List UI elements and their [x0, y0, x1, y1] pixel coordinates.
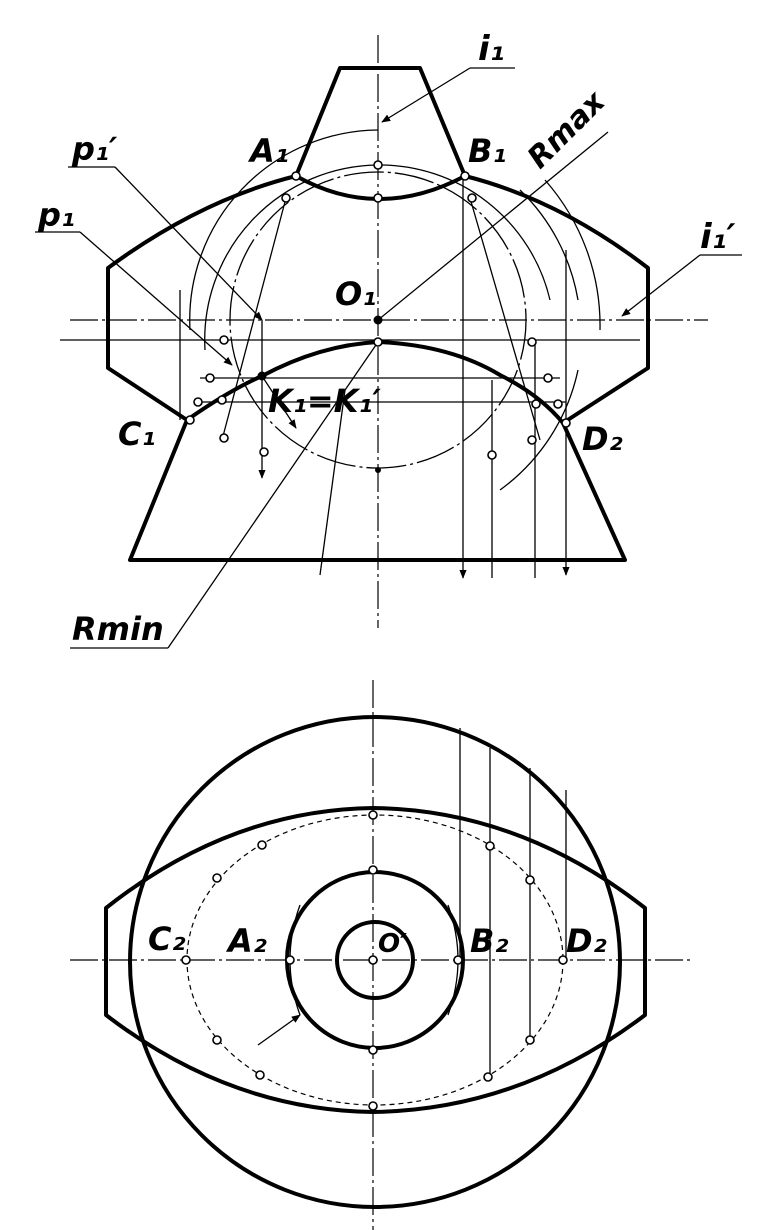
auxiliary-arc-3	[189, 129, 379, 331]
p1p-leader	[114, 166, 263, 321]
auxiliary-arc-2	[204, 164, 551, 351]
point-lr-2	[483, 1072, 493, 1082]
point-a2	[285, 955, 295, 965]
point-ll-2	[255, 1070, 265, 1080]
point-axis-low	[375, 467, 381, 473]
point-curve-apex	[373, 337, 383, 347]
point-left-2	[205, 373, 215, 383]
point-right-5	[527, 435, 537, 445]
i1p-leader	[621, 254, 701, 317]
point-bottom-2	[368, 1101, 378, 1111]
point-right-4	[531, 399, 541, 409]
point-k1	[257, 371, 267, 381]
point-left-4	[217, 395, 227, 405]
point-left-5	[219, 433, 229, 443]
label-c1: C₁	[118, 415, 156, 453]
point-a1	[291, 171, 301, 181]
label-rmax: Rmax	[521, 83, 613, 175]
i1-leader	[381, 67, 471, 123]
point-c1	[185, 415, 195, 425]
label-p1p: p₁′	[71, 130, 118, 168]
point-ur-2	[525, 875, 535, 885]
label-b2: B₂	[470, 922, 508, 960]
label-rmin: Rmin	[72, 610, 164, 648]
label-i1: i₁	[478, 29, 505, 69]
point-left-1	[219, 335, 229, 345]
point-o1	[373, 315, 383, 325]
point-left-6	[259, 447, 269, 457]
label-p1: p₁	[37, 196, 75, 234]
point-b1	[460, 171, 470, 181]
label-a1: A₁	[247, 132, 289, 170]
point-b2	[453, 955, 463, 965]
cone-base-circle	[335, 920, 415, 1000]
label-c2: C₂	[148, 920, 186, 958]
point-o-bottom	[368, 955, 378, 965]
label-o-bottom: O′	[378, 929, 407, 959]
lens-body-outline	[104, 806, 647, 1114]
point-ur-1	[485, 841, 495, 851]
point-right-upper	[467, 193, 477, 203]
point-c2	[181, 955, 191, 965]
auxiliary-arc-6	[499, 369, 579, 491]
point-right-6	[487, 450, 497, 460]
cone-generator-right	[469, 197, 541, 441]
rmax-leader	[377, 131, 609, 321]
top-cone-outline	[294, 66, 467, 178]
label-k1: K₁=K₁′	[268, 382, 381, 420]
point-d2-bottom	[558, 955, 568, 965]
p1-leader	[79, 231, 233, 366]
label-i1p: i₁′	[700, 217, 736, 257]
point-d2	[561, 418, 571, 428]
label-d2-top: D₂	[582, 420, 623, 458]
point-ll-1	[212, 1035, 222, 1045]
point-right-1	[527, 337, 537, 347]
tangent-leader	[257, 1014, 301, 1046]
point-right-3	[553, 399, 563, 409]
point-ul-1	[257, 840, 267, 850]
k1-leader	[261, 375, 297, 429]
point-left-3	[193, 397, 203, 407]
point-top-axis	[373, 160, 383, 170]
point-top-curve-mid	[373, 193, 383, 203]
front-view: i₁ p₁′ p₁ A₁ B₁ Rmax i₁′ O₁ K₁=K₁′ C₁ D₂…	[35, 29, 742, 649]
bottom-cone-outline	[128, 418, 627, 562]
label-b1: B₁	[468, 132, 506, 170]
sphere-outline	[128, 715, 622, 1209]
vertical-construction-line-7	[319, 389, 346, 576]
point-right-2	[543, 373, 553, 383]
point-top-1	[368, 810, 378, 820]
label-a2: A₂	[225, 922, 267, 960]
rmin-leader	[167, 341, 379, 649]
point-bottom-1	[368, 1045, 378, 1055]
point-ul-2	[212, 873, 222, 883]
point-top-2	[368, 865, 378, 875]
front-body-outline	[106, 174, 650, 425]
label-d2-bottom: D₂	[566, 922, 607, 960]
point-lr-1	[525, 1035, 535, 1045]
top-view: C₂ A₂ O′ B₂ D₂	[70, 680, 690, 1230]
label-o1: O₁	[335, 275, 376, 313]
point-left-upper	[281, 193, 291, 203]
auxiliary-arc-5	[544, 179, 601, 331]
